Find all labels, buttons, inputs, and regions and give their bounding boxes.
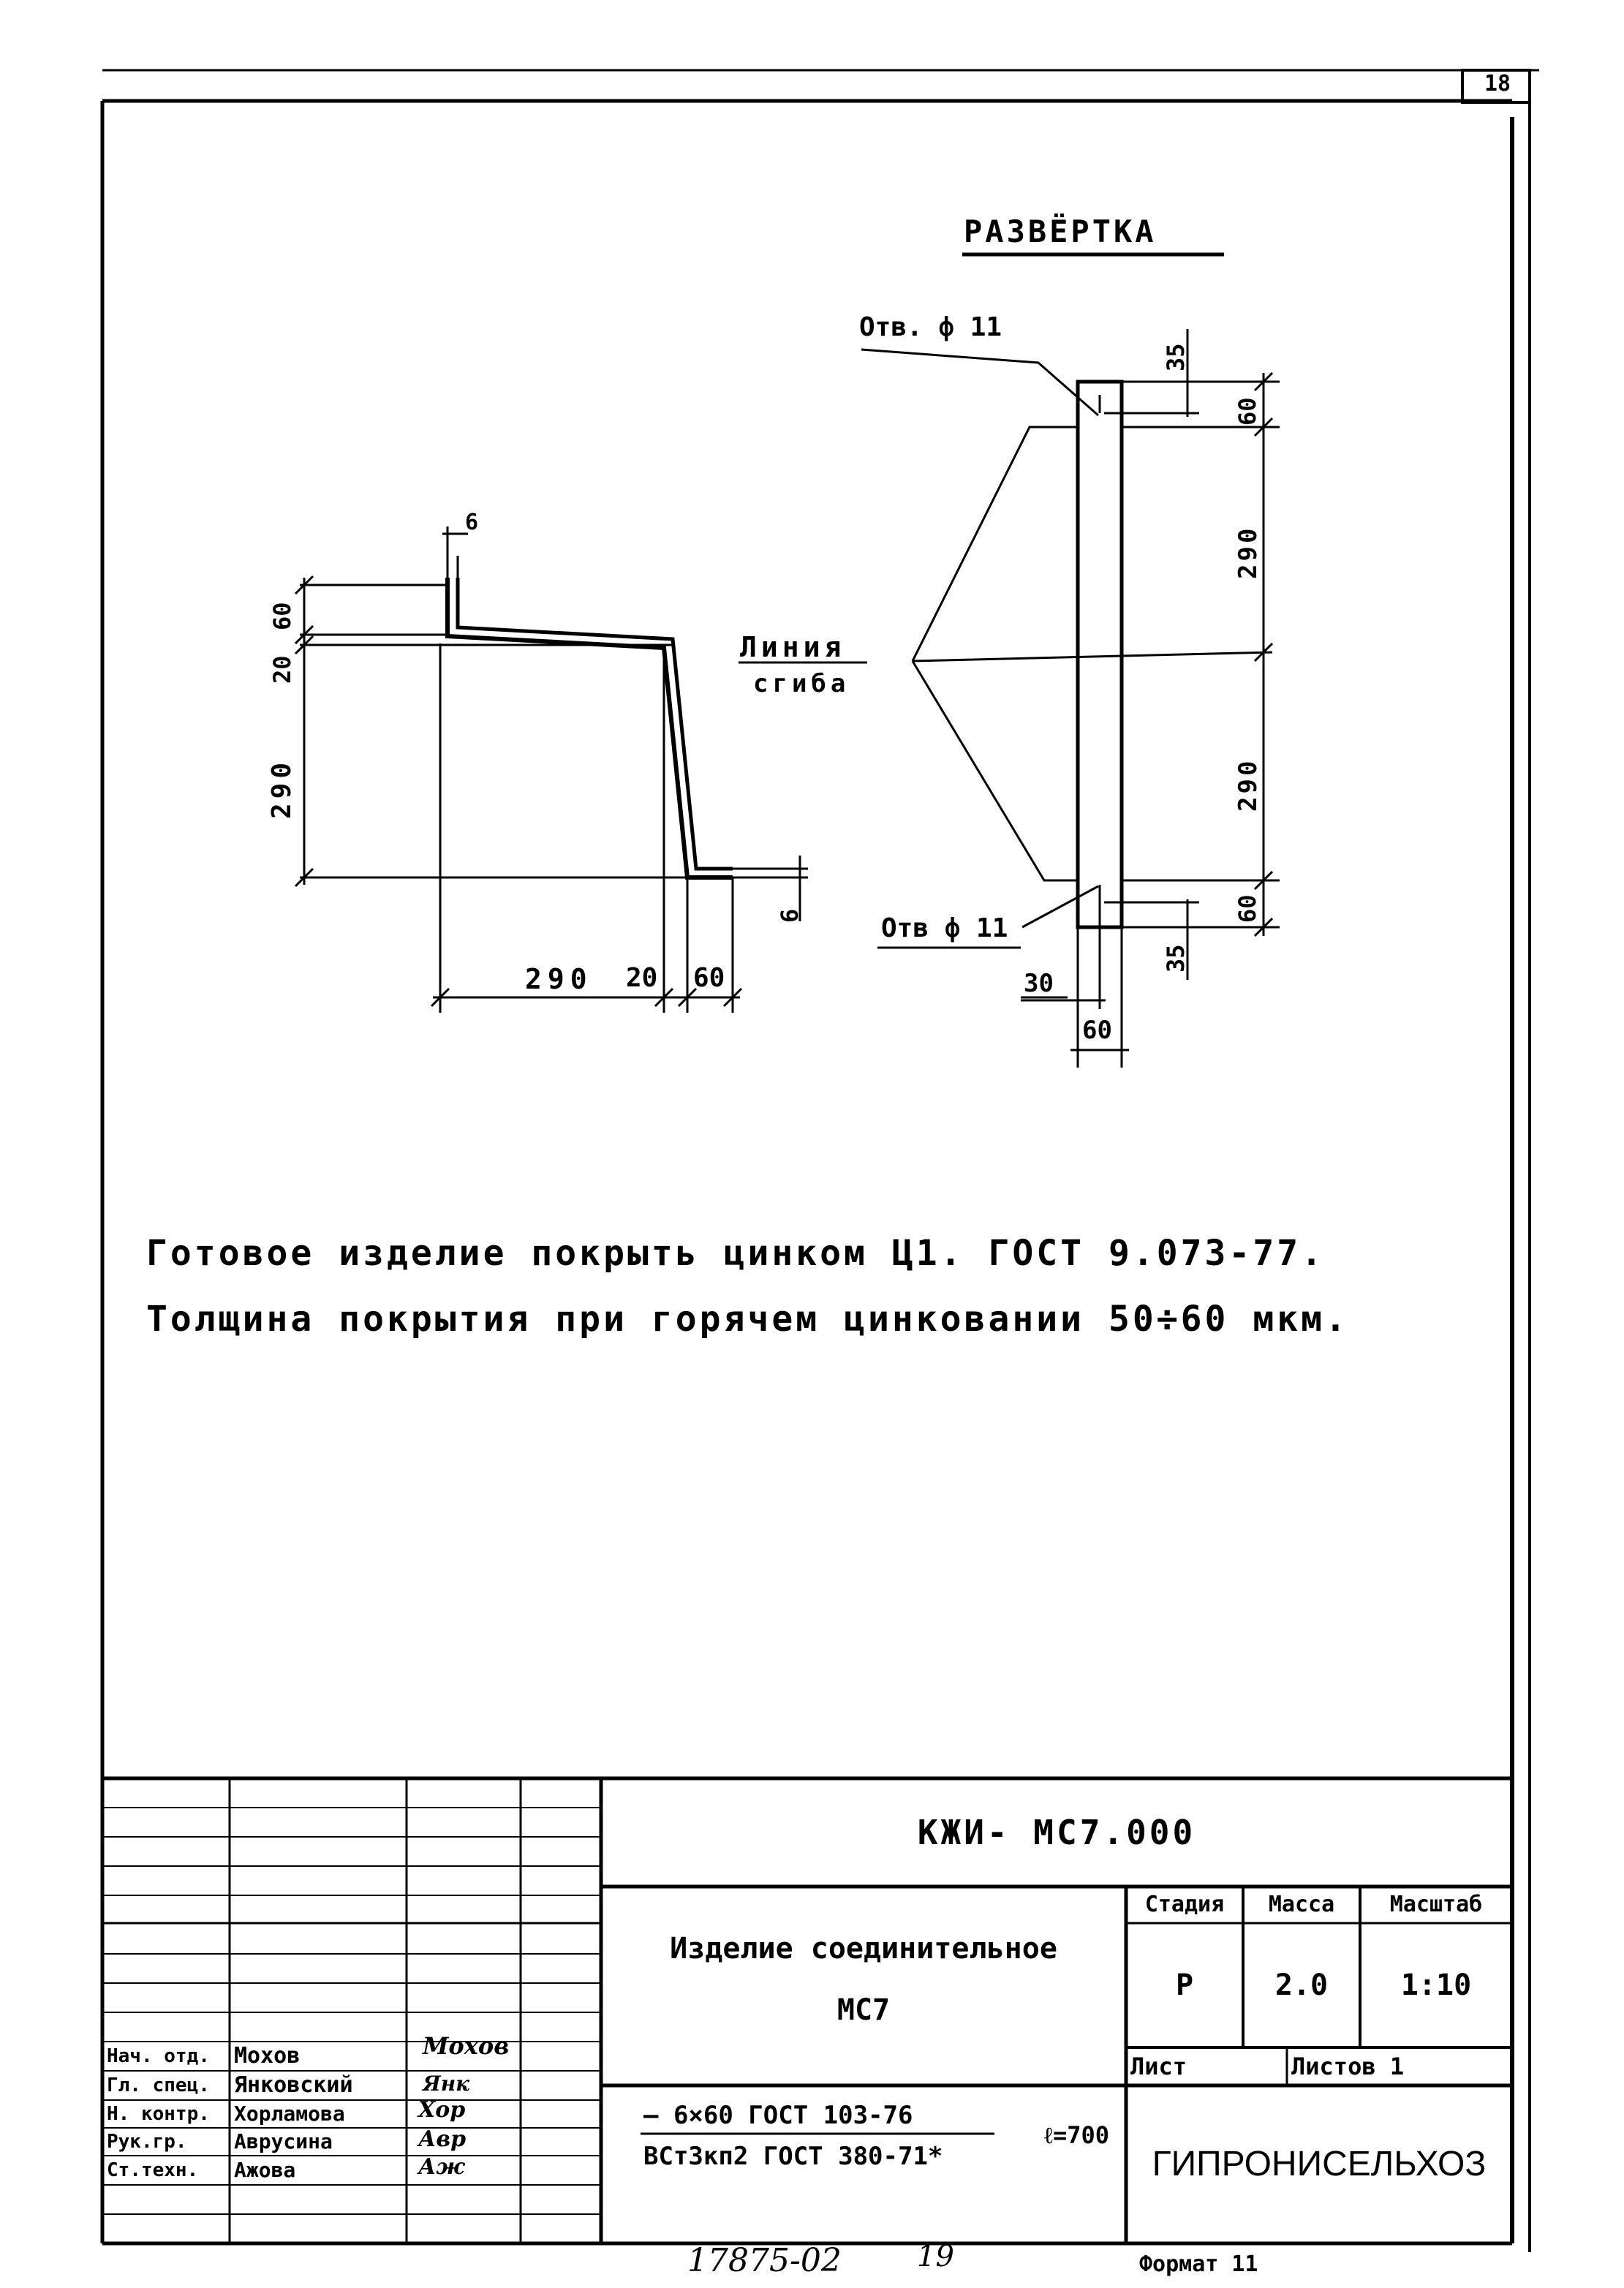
dim-upper-290: 290 bbox=[1234, 525, 1263, 579]
signature-name-5: Ажова bbox=[234, 2158, 296, 2182]
dim-edge-30: 30 bbox=[1024, 969, 1054, 998]
signature-mark-2: Янк bbox=[423, 2072, 470, 2096]
signature-role-4: Рук.гр. bbox=[107, 2131, 187, 2153]
dim-bottom-290: 290 bbox=[525, 963, 593, 995]
stage-value: Р bbox=[1175, 1968, 1194, 2002]
format-label: Формат 11 bbox=[1139, 2251, 1258, 2277]
dim-left-60: 60 bbox=[268, 602, 296, 630]
note-line-2: Толщина покрытия при горячем цинковании … bbox=[146, 1299, 1349, 1340]
material-length: ℓ=700 bbox=[1044, 2121, 1110, 2149]
dim-thickness-top: 6 bbox=[465, 510, 479, 535]
product-name-line-2: МС7 bbox=[836, 1993, 891, 2027]
dim-bottom-60-flat: 60 bbox=[1234, 894, 1261, 923]
stage-header: Стадия bbox=[1144, 1892, 1225, 1917]
dim-top-60: 60 bbox=[1234, 397, 1261, 426]
note-line-1: Готовое изделие покрыть цинком Ц1. ГОСТ … bbox=[146, 1233, 1326, 1274]
dim-top-35: 35 bbox=[1162, 343, 1190, 371]
product-name-line-1: Изделие соединительное bbox=[670, 1932, 1057, 1966]
scale-value: 1:10 bbox=[1400, 1968, 1472, 2002]
mass-value: 2.0 bbox=[1274, 1968, 1329, 2002]
signature-mark-5: Аж bbox=[418, 2154, 465, 2180]
dim-bottom-60: 60 bbox=[693, 963, 725, 993]
signature-name-1: Мохов bbox=[234, 2043, 301, 2069]
dim-lower-290: 290 bbox=[1234, 758, 1263, 812]
signature-mark-4: Авр bbox=[418, 2126, 467, 2152]
sheet-label: Лист bbox=[1130, 2053, 1187, 2080]
archive-page: 19 bbox=[917, 2240, 954, 2273]
dim-thickness-right: 6 bbox=[776, 908, 804, 923]
signature-name-3: Хорламова bbox=[234, 2102, 345, 2126]
dim-width-60: 60 bbox=[1082, 1016, 1112, 1045]
signature-role-1: Нач. отд. bbox=[107, 2045, 210, 2067]
signature-role-3: Н. контр. bbox=[107, 2103, 210, 2125]
bend-line-label-2: сгиба bbox=[753, 669, 850, 698]
signature-mark-1: Мохов bbox=[423, 2032, 510, 2060]
material-profile: — 6×60 ГОСТ 103-76 bbox=[643, 2101, 913, 2130]
signature-mark-3: Хор bbox=[418, 2097, 466, 2123]
drawing-title: РАЗВЁРТКА bbox=[964, 214, 1157, 249]
sheets-label: Листов 1 bbox=[1291, 2053, 1405, 2080]
organization-name: ГИПРОНИСЕЛЬХОЗ bbox=[1152, 2145, 1487, 2183]
dim-left-20: 20 bbox=[268, 655, 296, 684]
archive-number: 17875-02 bbox=[687, 2242, 842, 2279]
signature-role-5: Ст.техн. bbox=[107, 2159, 199, 2181]
signature-name-2: Янковский bbox=[234, 2072, 353, 2098]
mass-header: Масса bbox=[1268, 1892, 1335, 1917]
hole-top-label: Отв. ф 11 bbox=[859, 312, 1002, 342]
bend-line-label: Линия bbox=[740, 631, 846, 663]
signature-role-2: Гл. спец. bbox=[107, 2074, 210, 2096]
dim-bottom-20: 20 bbox=[626, 963, 658, 993]
dim-left-290: 290 bbox=[267, 758, 297, 819]
sheet-number: 18 bbox=[1484, 71, 1511, 97]
hole-bottom-label: Отв ф 11 bbox=[881, 913, 1008, 943]
signature-name-4: Аврусина bbox=[234, 2129, 333, 2153]
doc-code: КЖИ- МС7.000 bbox=[917, 1813, 1196, 1852]
dim-bottom-35: 35 bbox=[1162, 944, 1190, 973]
material-steel-grade: ВСт3кп2 ГОСТ 380-71* bbox=[643, 2142, 943, 2171]
scale-header: Масштаб bbox=[1389, 1892, 1483, 1917]
